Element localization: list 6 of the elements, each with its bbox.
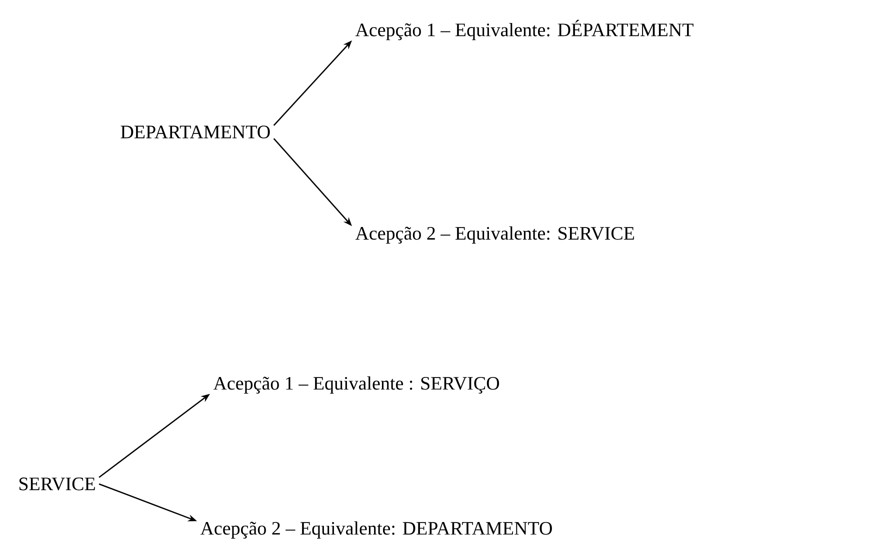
term-text: SERVICE xyxy=(19,478,95,490)
term-text: Acepção 2 – Equivalente: DEPARTAMENTO xyxy=(200,521,552,539)
term-text: Acepção 1 – Equivalente : SERVIÇO xyxy=(213,376,500,394)
term-text: Acepção 1 – Equivalente: DÉPARTEMENT xyxy=(355,20,694,40)
term-text: Acepção 2 – Equivalente: SERVICE xyxy=(355,226,634,244)
term-text: DEPARTAMENTO xyxy=(120,126,270,138)
